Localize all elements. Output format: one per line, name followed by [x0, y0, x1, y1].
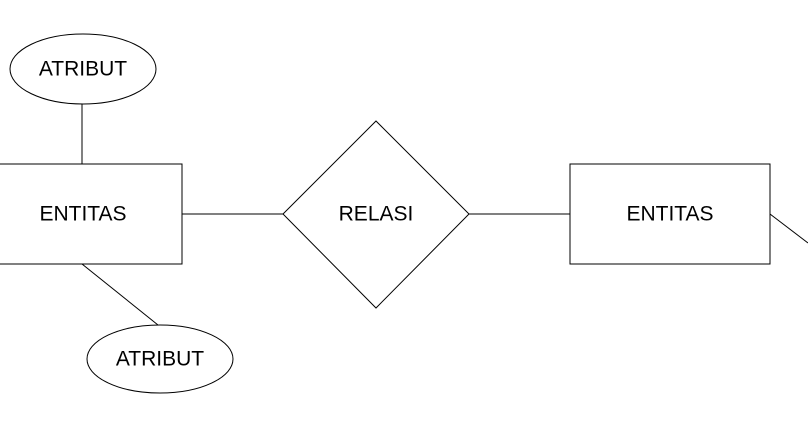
- relation: RELASI: [282, 120, 470, 309]
- attribute-top-ellipse: [9, 33, 157, 105]
- entity-right: ENTITAS: [569, 163, 771, 265]
- relation-diamond: [282, 120, 470, 309]
- entity-left-rect: [0, 163, 183, 265]
- entity-right-rect: [569, 163, 771, 265]
- attribute-top-label: ATRIBUT: [39, 58, 127, 81]
- attribute-bottom: ATRIBUT: [86, 324, 234, 394]
- attribute-top: ATRIBUT: [9, 33, 157, 105]
- relation-label: RELASI: [339, 203, 414, 226]
- entity-right-label: ENTITAS: [626, 203, 713, 226]
- attribute-bottom-ellipse: [86, 324, 234, 394]
- attribute-bottom-label: ATRIBUT: [116, 348, 204, 371]
- entity-left-label: ENTITAS: [39, 203, 126, 226]
- edge-entity-right-offscreen: [769, 213, 808, 244]
- entity-left: ENTITAS: [0, 163, 183, 265]
- edge-entity-left-to-attribute-bottom: [81, 263, 159, 326]
